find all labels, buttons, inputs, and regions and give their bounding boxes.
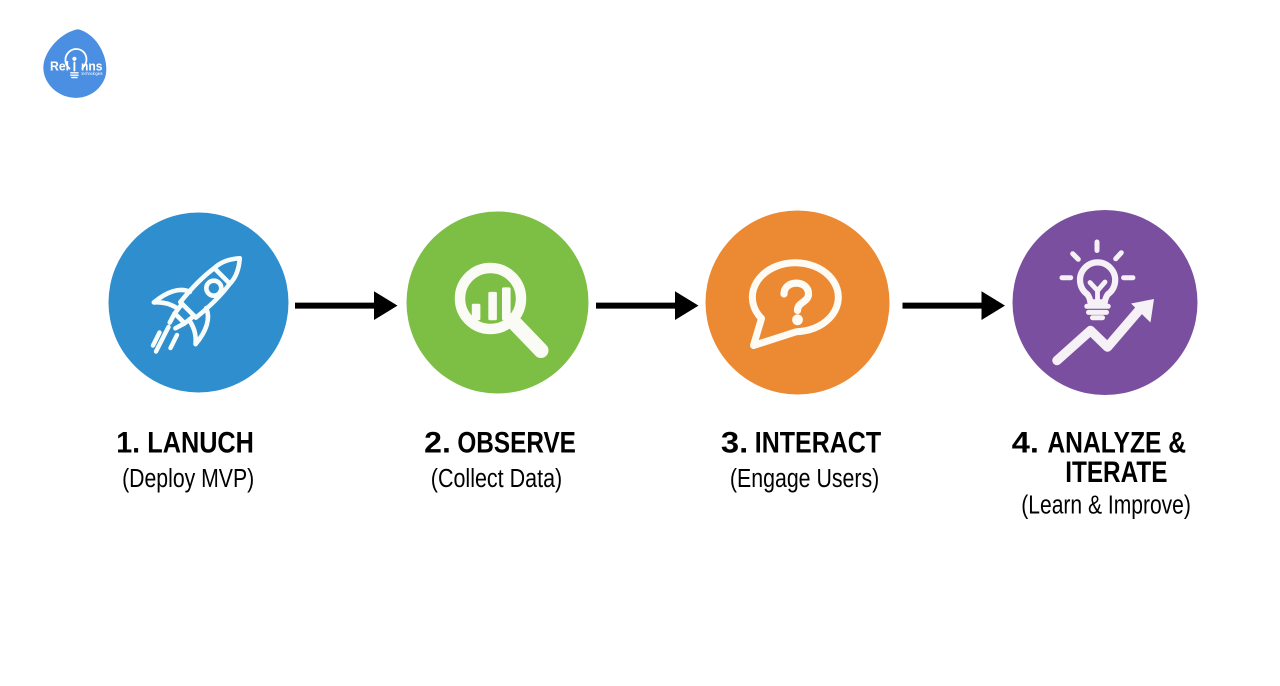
svg-text:ITERATE: ITERATE xyxy=(1065,456,1167,489)
svg-text:(Learn & Improve): (Learn & Improve) xyxy=(1021,492,1191,520)
svg-text:(Engage Users): (Engage Users) xyxy=(730,465,879,493)
svg-text:(Deploy MVP): (Deploy MVP) xyxy=(122,465,254,493)
svg-text:technologies: technologies xyxy=(82,71,104,76)
svg-text:OBSERVE: OBSERVE xyxy=(457,426,576,459)
svg-text:2.: 2. xyxy=(424,426,451,459)
svg-text:INTERACT: INTERACT xyxy=(755,426,881,459)
svg-text:1.: 1. xyxy=(116,426,140,459)
svg-text:3.: 3. xyxy=(721,426,748,459)
svg-text:ANALYZE &: ANALYZE & xyxy=(1047,426,1186,459)
svg-text:Rel: Rel xyxy=(50,59,69,73)
svg-text:4.: 4. xyxy=(1012,426,1039,459)
svg-text:nns: nns xyxy=(81,59,103,73)
svg-text:(Collect Data): (Collect Data) xyxy=(431,465,562,493)
svg-text:LANUCH: LANUCH xyxy=(147,426,254,459)
